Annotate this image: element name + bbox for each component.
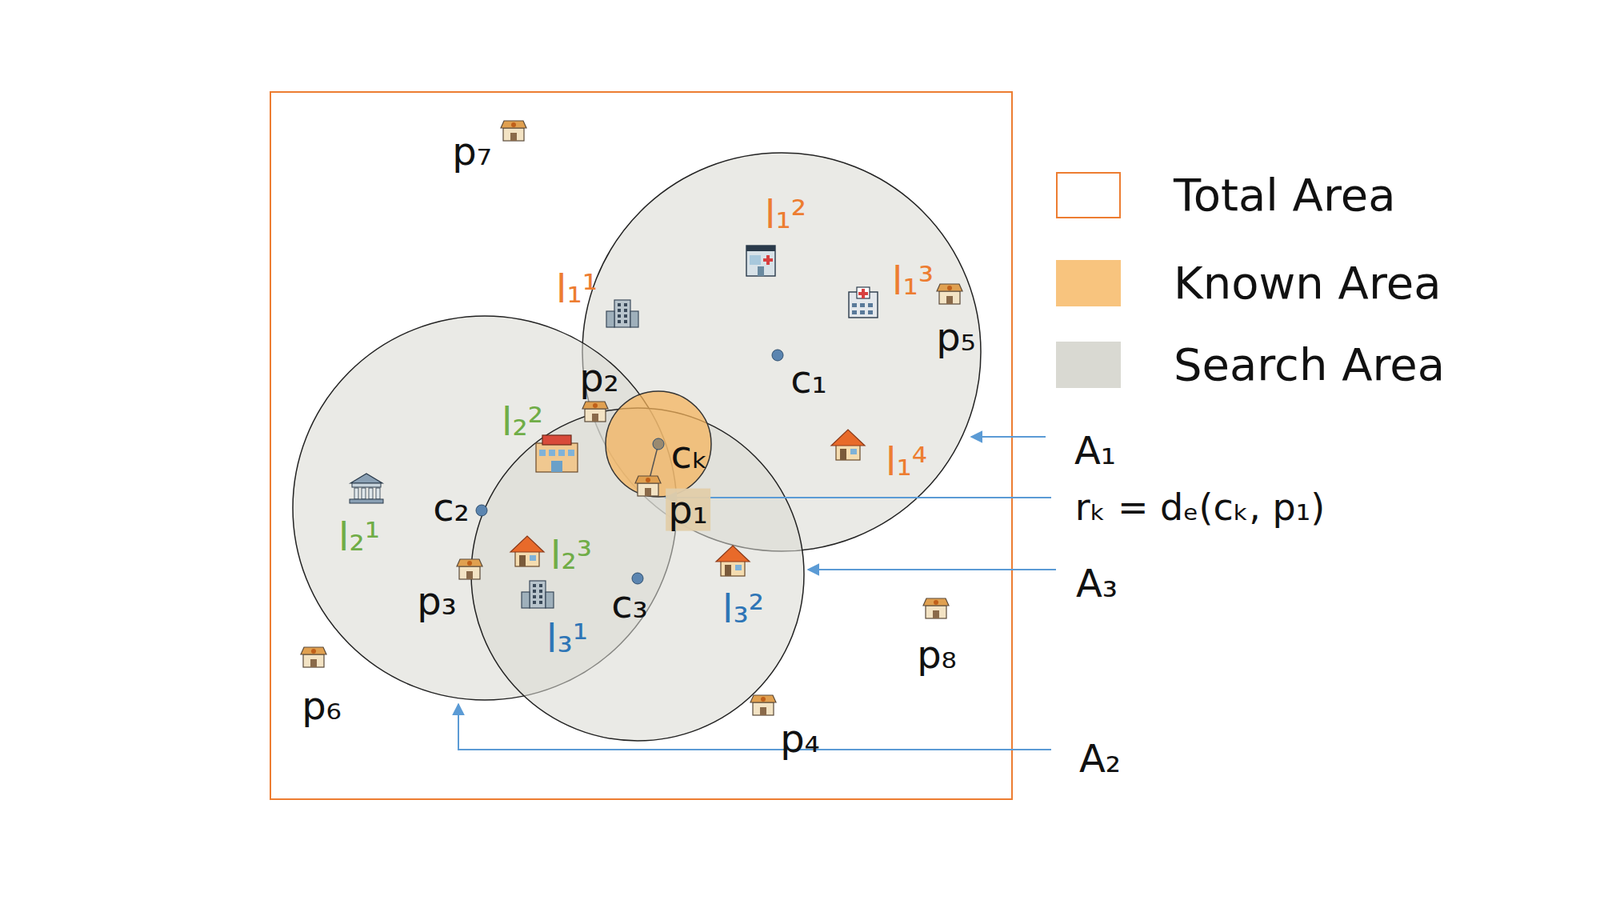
map-label: p₃ (416, 580, 457, 623)
shop-icon (923, 598, 949, 619)
shop-icon (635, 476, 661, 496)
center-dot (772, 349, 784, 361)
map-label: p₁ (665, 488, 711, 532)
map-label: p₄ (780, 717, 820, 760)
legend-text: Known Area (1173, 256, 1441, 309)
map-label: c₁ (790, 358, 828, 401)
legend-row: Search Area (1056, 338, 1445, 391)
bank-icon (349, 473, 384, 504)
legend-text: Search Area (1173, 338, 1445, 391)
callout-arrow (971, 436, 1046, 438)
map-label: p₈ (916, 633, 957, 676)
house-icon (510, 536, 544, 567)
callout-arrow (808, 568, 1056, 571)
legend-swatch (1056, 260, 1121, 307)
shop-icon (750, 695, 776, 716)
map-label: l₁³ (892, 260, 934, 303)
callout-label: rₖ = dₑ(cₖ, p₁) (1075, 487, 1325, 528)
map-label: l₃¹ (546, 617, 588, 660)
hospital-icon (848, 287, 878, 318)
building-icon (606, 300, 639, 328)
legend-swatch (1056, 172, 1121, 219)
building-icon (521, 580, 554, 608)
callout-label: A₃ (1076, 562, 1118, 605)
map-label: l₁⁴ (885, 440, 928, 484)
shop-icon (936, 284, 963, 304)
total-area (270, 92, 1012, 800)
map-label: c₂ (432, 486, 470, 529)
map-label: l₃² (722, 588, 764, 631)
map-label: l₂³ (550, 534, 592, 577)
map-label: p₇ (452, 130, 492, 173)
map-label: cₖ (671, 433, 709, 476)
shop-icon (456, 559, 483, 580)
callout-arrow (665, 496, 1052, 499)
center-dot (476, 504, 488, 516)
callout-label: A₁ (1074, 429, 1116, 472)
house-icon (831, 429, 865, 460)
map-label: c₃ (611, 583, 648, 626)
map-label: l₁¹ (556, 268, 598, 311)
legend-row: Known Area (1056, 256, 1441, 309)
legend-swatch (1056, 341, 1121, 388)
map-label: p₆ (301, 684, 342, 728)
known-area (605, 391, 712, 497)
legend-text: Total Area (1173, 168, 1396, 221)
callout-label: A₂ (1079, 737, 1121, 780)
map-label: p₅ (936, 316, 976, 359)
legend-row: Total Area (1056, 168, 1396, 221)
map-label: l₂² (501, 400, 544, 444)
map-label: p₂ (579, 356, 620, 400)
map-label: l₂¹ (338, 516, 380, 559)
map-label: l₁² (764, 193, 807, 236)
shop-icon (582, 401, 608, 422)
center-dot (652, 438, 664, 450)
shop-icon (300, 647, 327, 668)
callout-arrow (458, 704, 1052, 750)
shop-icon (500, 120, 527, 141)
pharmacy-icon (746, 245, 776, 276)
house-icon (716, 545, 750, 576)
